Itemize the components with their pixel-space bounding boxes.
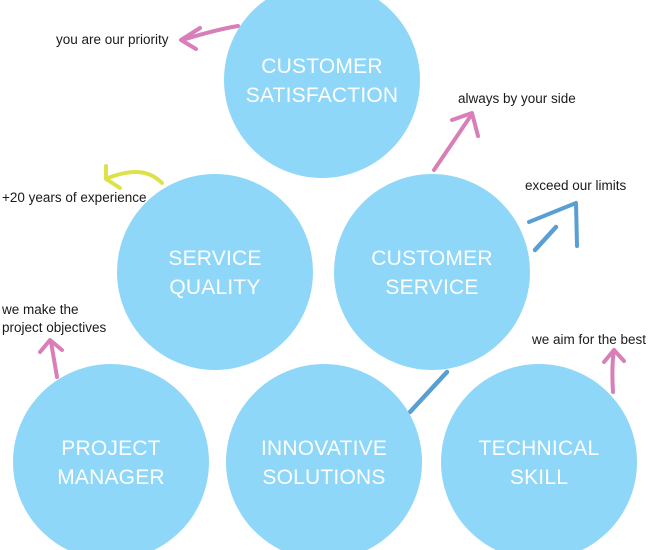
customer-service-label-line1: CUSTOMER bbox=[371, 247, 492, 270]
circle-technical-skill: TECHNICAL SKILL bbox=[441, 364, 637, 550]
note-aim-best: we aim for the best bbox=[531, 332, 646, 347]
arrow-priority bbox=[179, 24, 240, 51]
note-experience: +20 years of experience bbox=[2, 190, 146, 205]
customer-service-label-line2: SERVICE bbox=[385, 276, 478, 299]
customer-satisfaction-label-line2: SATISFACTION bbox=[246, 84, 399, 107]
circle-project-manager: PROJECT MANAGER bbox=[13, 364, 209, 550]
arrow-experience bbox=[104, 164, 164, 190]
arrow-exceed-limits bbox=[407, 201, 579, 415]
note-priority: you are our priority bbox=[56, 32, 169, 47]
technical-skill-label-line2: SKILL bbox=[510, 466, 568, 489]
customer-satisfaction-label-line1: CUSTOMER bbox=[261, 55, 382, 78]
circle-innovative-solutions: INNOVATIVE SOLUTIONS bbox=[226, 364, 422, 550]
arrow-objectives bbox=[38, 338, 64, 379]
technical-skill-label-line1: TECHNICAL bbox=[479, 437, 600, 460]
innovative-solutions-label-line2: SOLUTIONS bbox=[262, 466, 385, 489]
service-quality-label-line1: SERVICE bbox=[168, 247, 261, 270]
note-by-your-side: always by your side bbox=[458, 91, 576, 106]
note-objectives-line1: we make the bbox=[1, 302, 79, 317]
project-manager-label-line1: PROJECT bbox=[61, 437, 160, 460]
circle-service-quality: SERVICE QUALITY bbox=[117, 174, 313, 370]
circle-customer-service: CUSTOMER SERVICE bbox=[334, 174, 530, 370]
note-exceed-limits: exceed our limits bbox=[525, 178, 627, 193]
note-objectives-line2: project objectives bbox=[2, 320, 107, 335]
circle-customer-satisfaction: CUSTOMER SATISFACTION bbox=[224, 0, 420, 178]
project-manager-label-line2: MANAGER bbox=[57, 466, 165, 489]
arrow-aim-best bbox=[602, 348, 626, 394]
arrow-by-your-side bbox=[432, 111, 480, 172]
innovative-solutions-label-line1: INNOVATIVE bbox=[261, 437, 387, 460]
service-quality-label-line2: QUALITY bbox=[169, 276, 260, 299]
